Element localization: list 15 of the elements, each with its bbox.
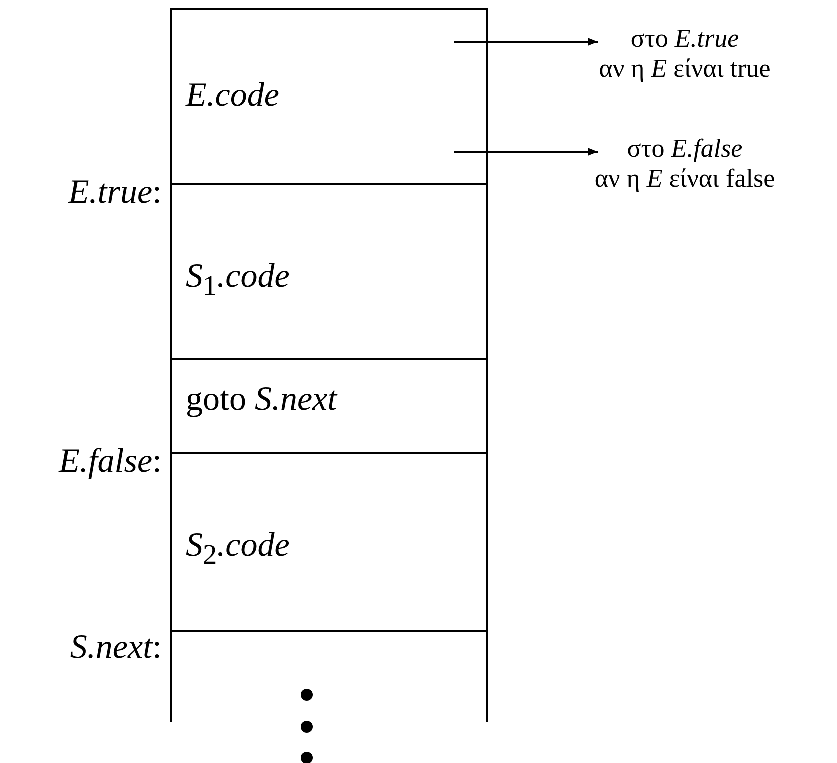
address-label: E.true: [68, 173, 162, 213]
note-text: στο E.true [630, 24, 740, 54]
code-label: goto S.next [186, 380, 338, 420]
note-text: αν η E είναι true [598, 54, 772, 84]
arrow [454, 148, 598, 156]
code-label: E.code [186, 76, 280, 116]
code-block [170, 358, 488, 452]
code-label: S$_{1}$.code [186, 257, 290, 304]
code-label: S$_{2}$.code [186, 526, 290, 573]
note-text: στο E.false [626, 134, 744, 164]
address-label: E.false: [59, 442, 162, 482]
arrow [454, 38, 598, 46]
code-block [170, 8, 488, 183]
address-label: S.next: [70, 628, 162, 668]
note-text: αν η E είναι false [594, 164, 776, 194]
